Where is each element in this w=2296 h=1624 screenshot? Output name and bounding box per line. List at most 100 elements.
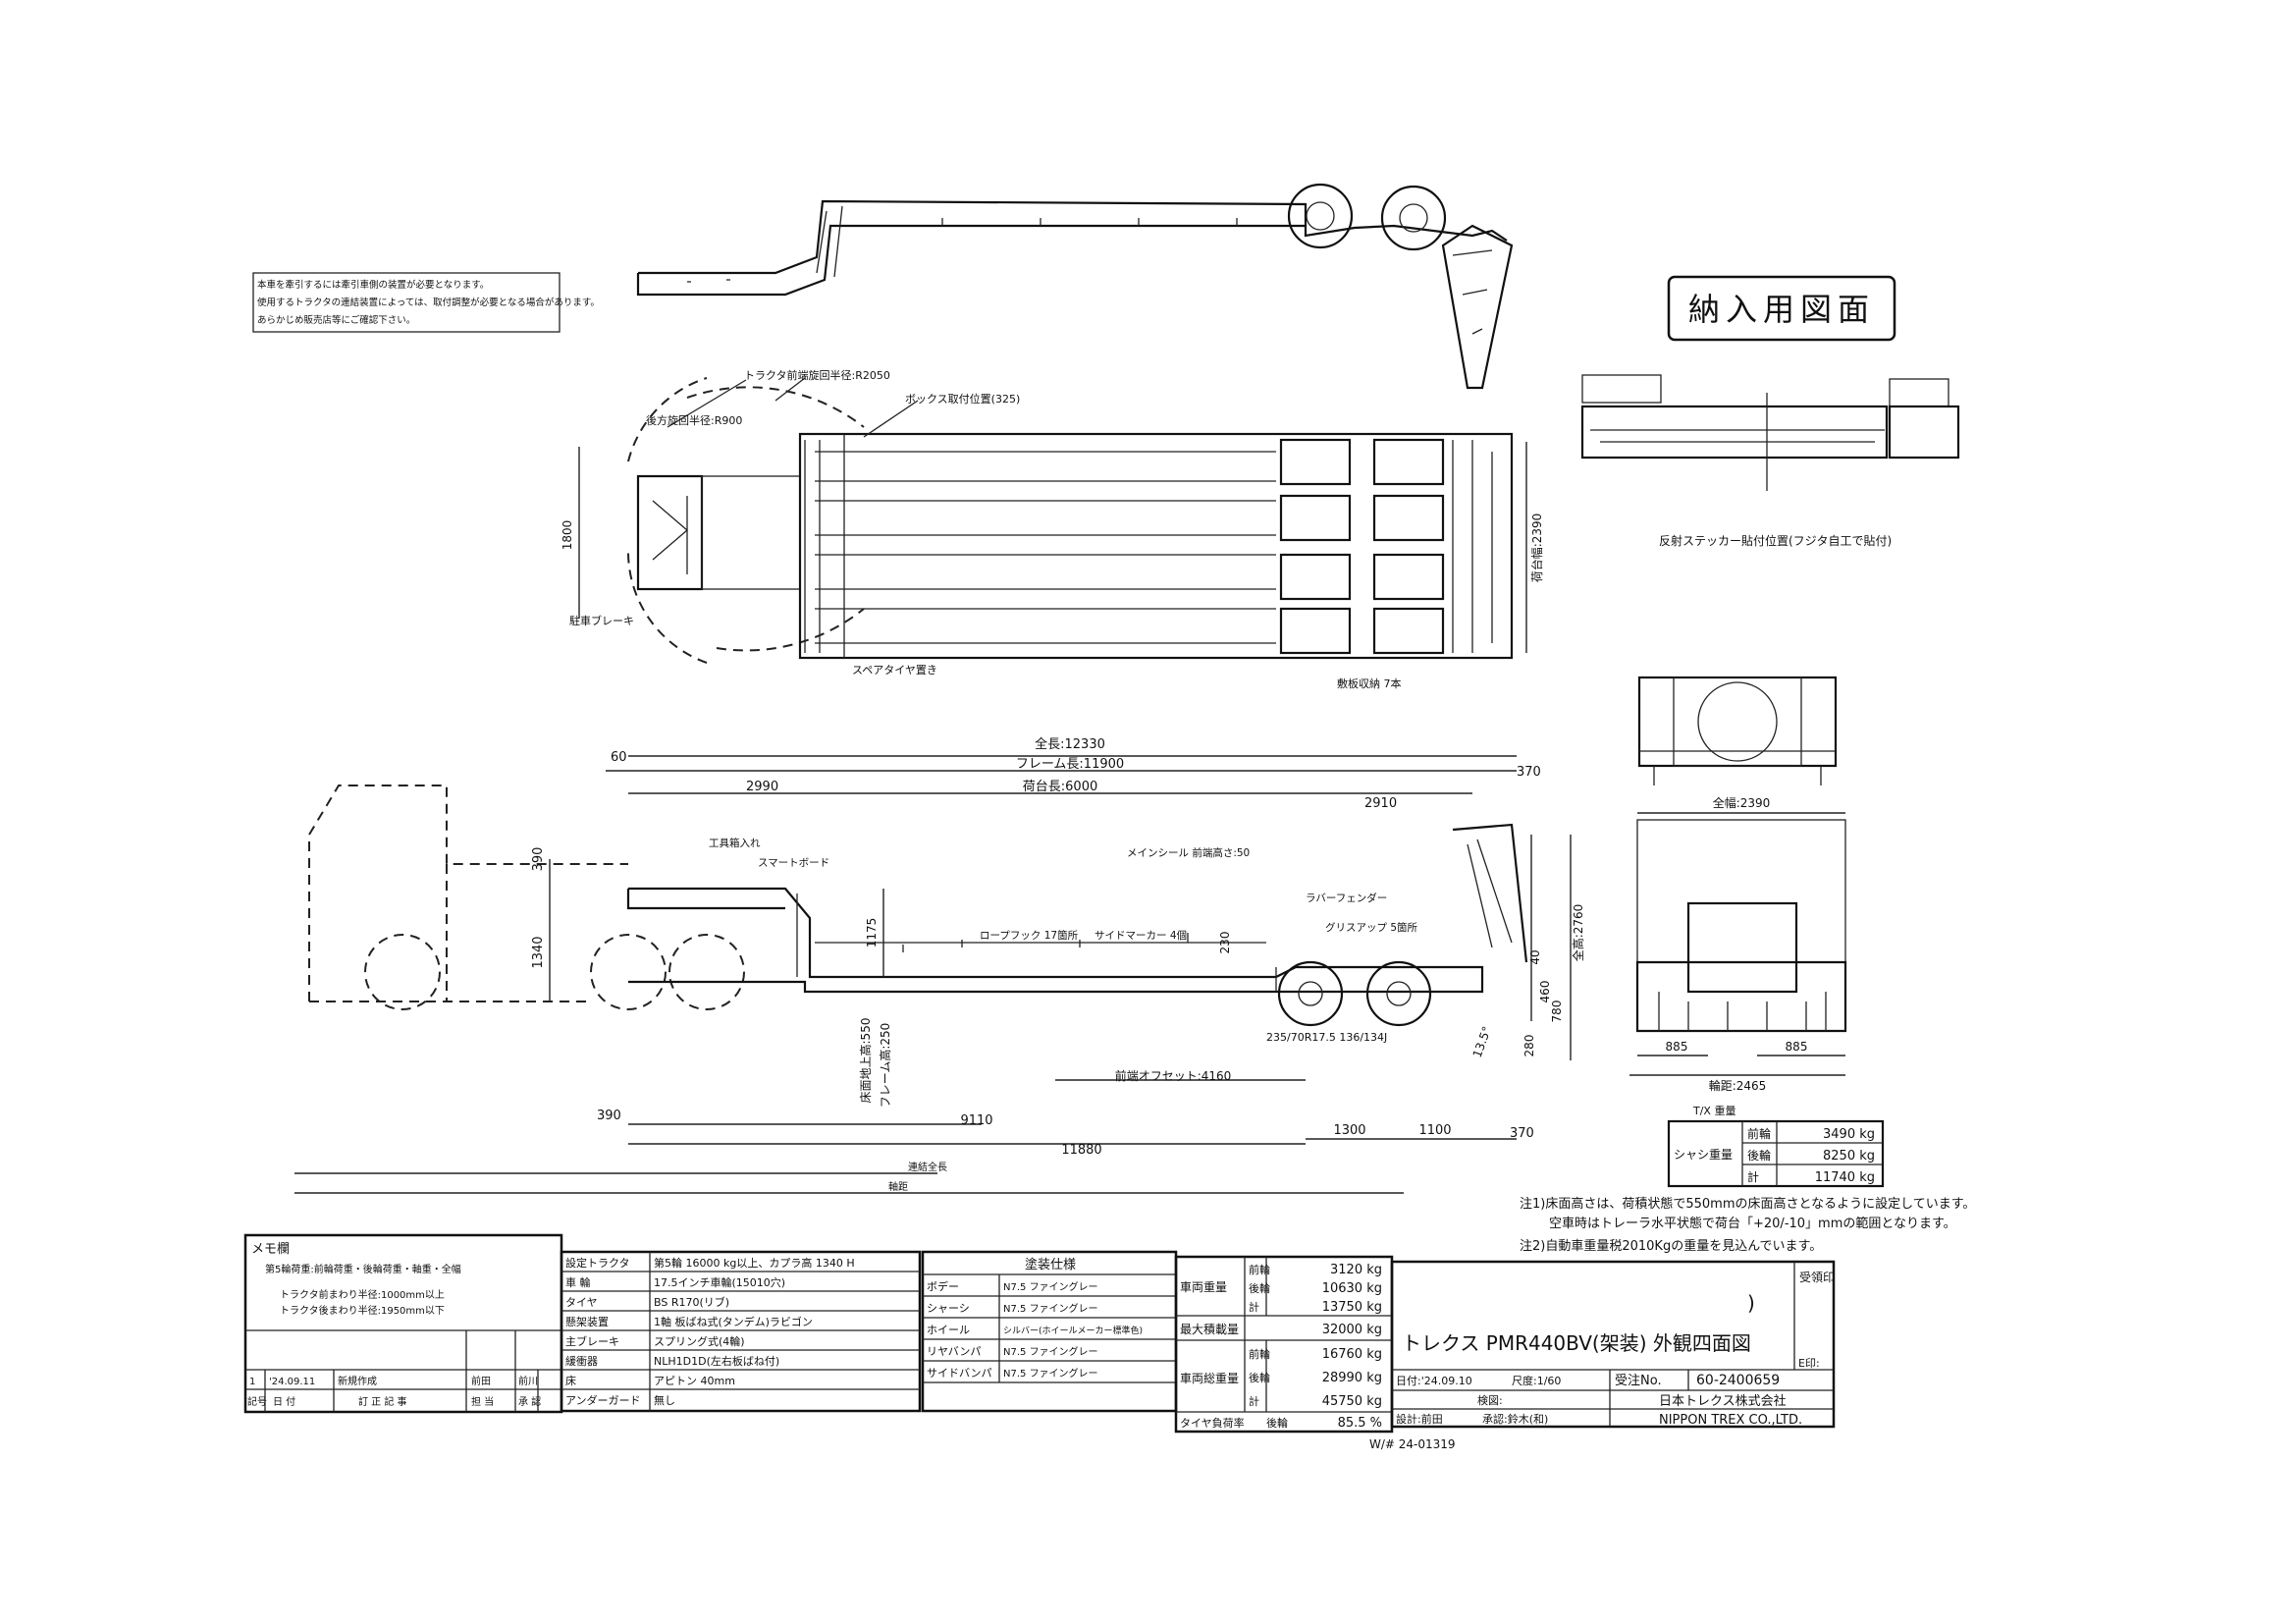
spec-key-3: 懸架装置 xyxy=(565,1316,609,1328)
front-dim-885a: 885 xyxy=(1666,1040,1688,1054)
company-en: NIPPON TREX CO.,LTD. xyxy=(1659,1413,1802,1428)
weight-vehicle-val-2: 13750 kg xyxy=(1322,1300,1382,1315)
memo-line-2: トラクタ前まわり半径:1000mm以上 xyxy=(280,1288,445,1301)
revision-no: 1 xyxy=(249,1377,255,1387)
order-number: 60-2400659 xyxy=(1696,1373,1780,1388)
spec-table: 設定トラクタ 第5輪 16000 kg以上、カプラ高 1340 H 車 輪 17… xyxy=(560,1250,922,1413)
weight-maxload-label: 最大積載量 xyxy=(1180,1322,1239,1336)
side-dim-280: 280 xyxy=(1522,1035,1536,1057)
side-dim-frame: フレーム長:11900 xyxy=(1016,757,1124,772)
spec-key-5: 緩衝器 xyxy=(565,1354,598,1368)
revision-text: 新規作成 xyxy=(338,1375,377,1387)
label-side-marker: サイドマーカー 4個 xyxy=(1095,929,1187,942)
notice-line-1: 本車を牽引するには牽引車側の装置が必要となります。 xyxy=(257,279,489,291)
chassis-weight-label: シャシ重量 xyxy=(1674,1148,1733,1162)
revision-person: 前田 xyxy=(471,1375,491,1387)
title-block: ) 受領印 トレクス PMR440BV(架装) 外観四面図 E印: 日付:'24… xyxy=(1369,1260,1836,1451)
label-parking-brake: 駐車ブレーキ xyxy=(569,614,634,627)
checker-field: 検図: xyxy=(1477,1393,1503,1407)
spec-key-4: 主ブレーキ xyxy=(565,1334,619,1348)
note-line-2: 空車時はトレーラ水平状態で荷台「+20/-10」mmの範囲となります。 xyxy=(1549,1216,1956,1231)
paint-table: 塗装仕様 ボデー N7.5 ファイングレー シャーシ N7.5 ファイングレー … xyxy=(921,1250,1178,1413)
revision-approve: 前川 xyxy=(518,1375,538,1387)
spec-key-6: 床 xyxy=(565,1374,576,1387)
paint-val-3: N7.5 ファイングレー xyxy=(1003,1345,1098,1358)
side-dim-angle: 13.5° xyxy=(1470,1024,1494,1059)
label-rubber-fender: ラバーフェンダー xyxy=(1306,892,1387,904)
date-field: 日付:'24.09.10 xyxy=(1396,1375,1472,1387)
memo-line-3: トラクタ後まわり半径:1950mm以下 xyxy=(280,1304,445,1317)
side-view: 全長:12330 フレーム長:11900 荷台長:6000 60 370 299… xyxy=(294,736,1585,1194)
front-view: 全幅:2390 885 885 輪距:2465 xyxy=(1629,795,1847,1093)
weight-gross-key-2: 計 xyxy=(1249,1394,1259,1408)
designer-field: 設計:前田 xyxy=(1396,1412,1443,1426)
side-dim-2760: 全高:2760 xyxy=(1571,904,1585,962)
notice-line-2: 使用するトラクタの連結装置によっては、取付調整が必要となる場合があります。 xyxy=(257,297,600,308)
side-dim-370: 370 xyxy=(1517,765,1541,780)
paint-key-1: シャーシ xyxy=(927,1302,970,1315)
chassis-front-value: 3490 kg xyxy=(1823,1127,1875,1142)
label-combination-length: 連結全長 xyxy=(908,1161,947,1173)
revision-header-text: 訂 正 記 事 xyxy=(358,1395,407,1408)
label-tool-box: 工具箱入れ xyxy=(709,837,761,849)
rear-view xyxy=(1637,676,1838,785)
weight-gross-key-0: 前輪 xyxy=(1249,1347,1270,1361)
side-dim-250: フレーム高:250 xyxy=(878,1023,892,1109)
label-box-position: ボックス取付位置(325) xyxy=(905,392,1020,406)
plan-dim-2390: 荷台幅:2390 xyxy=(1529,514,1544,583)
spec-val-2: BS R170(リブ) xyxy=(654,1295,729,1309)
paint-val-0: N7.5 ファイングレー xyxy=(1003,1280,1098,1293)
weight-maxload-value: 32000 kg xyxy=(1322,1323,1382,1337)
side-dim-4160: 前端オフセット:4160 xyxy=(1115,1068,1232,1083)
side-dim-overall: 全長:12330 xyxy=(1035,736,1105,752)
paint-key-4: サイドバンパ xyxy=(927,1367,992,1380)
memo-and-revision-block: メモ欄 第5輪荷重:前輪荷重・後輪荷重・軸重・全幅 トラクタ前まわり半径:100… xyxy=(243,1233,563,1414)
side-dim-2990: 2990 xyxy=(746,780,778,794)
chassis-weight-table: T/X 重量 シャシ重量 前輪 3490 kg 後輪 8250 kg 計 117… xyxy=(1667,1104,1885,1188)
weight-ratio-label: タイヤ負荷率 xyxy=(1180,1416,1245,1430)
approver-field: 承認:鈴木(和) xyxy=(1482,1412,1548,1426)
label-tire-size: 235/70R17.5 136/134J xyxy=(1266,1031,1387,1044)
weight-gross-label: 車両総重量 xyxy=(1180,1372,1239,1385)
weight-ratio-value: 85.5 % xyxy=(1338,1416,1382,1431)
chassis-rear-value: 8250 kg xyxy=(1823,1149,1875,1164)
chassis-weight-title: T/X 重量 xyxy=(1692,1104,1735,1117)
delivery-drawing-stamp: 納入用図面 xyxy=(1667,275,1896,342)
side-dim-2910: 2910 xyxy=(1364,796,1397,811)
label-main-seal: メインシール 前端高さ:50 xyxy=(1127,846,1250,859)
weight-ratio-key: 後輪 xyxy=(1266,1416,1288,1430)
sticker-position-view: 反射ステッカー貼付位置(フジタ自工で貼付) xyxy=(1580,374,1960,548)
weight-gross-key-1: 後輪 xyxy=(1249,1371,1270,1384)
spec-val-4: スプリング式(4輪) xyxy=(654,1334,745,1348)
spec-val-3: 1軸 板ばね式(タンデム)ラビゴン xyxy=(654,1315,813,1328)
weight-vehicle-val-1: 10630 kg xyxy=(1322,1281,1382,1296)
side-dim-390b: 390 xyxy=(597,1109,621,1123)
end-label: E印: xyxy=(1798,1357,1820,1370)
label-rope-hooks: ロープフック 17箇所 xyxy=(980,929,1079,942)
notice-box: 本車を牽引するには牽引車側の装置が必要となります。 使用するトラクタの連結装置に… xyxy=(252,272,600,333)
paint-val-1: N7.5 ファイングレー xyxy=(1003,1302,1098,1315)
revision-date: '24.09.11 xyxy=(269,1377,315,1387)
revision-header-approve: 承 認 xyxy=(518,1395,541,1408)
side-dim-40: 40 xyxy=(1528,949,1542,964)
title-bracket: ) xyxy=(1747,1291,1755,1315)
weight-vehicle-key-0: 前輪 xyxy=(1249,1263,1270,1276)
weight-table: 車両重量 前輪 3120 kg 後輪 10630 kg 計 13750 kg 最… xyxy=(1174,1255,1394,1434)
plan-view: 1800 荷台幅:2390 後方旋回半径:R900 トラクタ前端旋回半径:R20… xyxy=(561,368,1544,690)
drawing-title: トレクス PMR440BV(架装) 外観四面図 xyxy=(1402,1331,1751,1355)
weight-vehicle-key-1: 後輪 xyxy=(1249,1281,1270,1295)
spec-key-2: タイヤ xyxy=(565,1296,598,1309)
paint-key-3: リヤバンパ xyxy=(927,1345,981,1358)
side-dim-1300: 1300 xyxy=(1333,1123,1365,1138)
paint-val-4: N7.5 ファイングレー xyxy=(1003,1367,1098,1380)
spec-val-0: 第5輪 16000 kg以上、カプラ高 1340 H xyxy=(654,1256,855,1270)
paint-val-2: シルバー(ホイールメーカー標準色) xyxy=(1003,1325,1143,1336)
label-grease-up: グリスアップ 5箇所 xyxy=(1325,921,1418,934)
paint-key-0: ボデー xyxy=(927,1279,959,1293)
revision-header-date: 日 付 xyxy=(273,1395,295,1408)
weight-gross-val-0: 16760 kg xyxy=(1322,1347,1382,1362)
side-dim-780: 780 xyxy=(1550,1001,1564,1023)
side-dim-1340: 1340 xyxy=(531,936,546,968)
side-dim-11880: 11880 xyxy=(1061,1143,1101,1158)
